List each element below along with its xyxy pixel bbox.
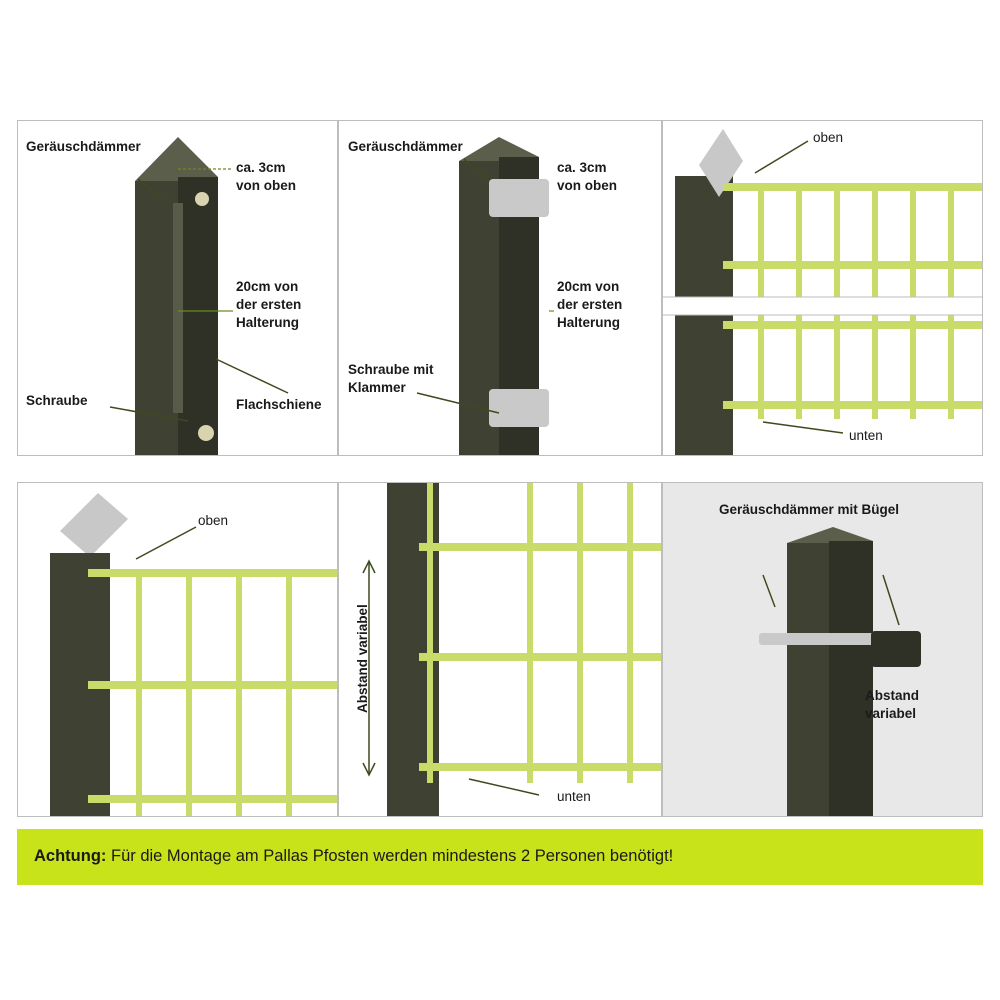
label-ca-3cm: ca. 3cm von oben xyxy=(236,160,296,193)
panel-post-with-clamps: Geräuschdämmer ca. 3cm von oben 20cm von… xyxy=(338,120,662,456)
installation-diagram-grid: Geräuschdämmer ca. 3cm von oben 20cm von… xyxy=(17,120,983,817)
label-abstand-variabel: Abstand variabel xyxy=(865,688,919,721)
label-abstand-variabel: Abstand variabel xyxy=(355,604,370,713)
warning-text: Achtung: Für die Montage am Pallas Pfost… xyxy=(34,847,673,866)
label-flachschiene: Flachschiene xyxy=(236,397,322,412)
label-oben: oben xyxy=(813,130,844,145)
label-geraeuschdaemmer: Geräuschdämmer xyxy=(348,139,463,154)
panel-post-side-mesh: oben xyxy=(17,482,338,817)
warning-message: Für die Montage am Pallas Pfosten werden… xyxy=(106,847,674,865)
panel-variable-distance: Abstand variabel unten xyxy=(338,482,662,817)
label-schraube: Schraube xyxy=(26,393,88,408)
panel-damper-with-bracket: Geräuschdämmer mit Bügel Abstand variabe… xyxy=(662,482,983,817)
variable-distance-illustration xyxy=(362,483,661,816)
warning-prefix: Achtung: xyxy=(34,847,107,865)
label-daemmer-buegel: Geräuschdämmer mit Bügel xyxy=(719,502,900,517)
label-geraeuschdaemmer: Geräuschdämmer xyxy=(26,139,141,154)
label-schraube-klammer: Schraube mit Klammer xyxy=(348,362,434,395)
label-oben: oben xyxy=(198,513,229,528)
damper-bracket-illustration xyxy=(759,527,921,816)
mesh-illustration xyxy=(663,129,982,455)
label-20cm: 20cm von der ersten Halterung xyxy=(557,279,623,330)
side-mesh-illustration xyxy=(50,493,337,816)
panel-post-with-flat-rail: Geräuschdämmer ca. 3cm von oben 20cm von… xyxy=(17,120,338,456)
warning-banner: Achtung: Für die Montage am Pallas Pfost… xyxy=(17,829,983,885)
post-clamp-illustration xyxy=(416,137,554,455)
post-illustration xyxy=(109,137,289,455)
label-unten: unten xyxy=(557,789,591,804)
label-unten: unten xyxy=(849,428,883,443)
panel-mesh-top-bottom: oben unten xyxy=(662,120,983,456)
label-ca-3cm: ca. 3cm von oben xyxy=(557,160,617,193)
label-20cm: 20cm von der ersten Halterung xyxy=(236,279,302,330)
